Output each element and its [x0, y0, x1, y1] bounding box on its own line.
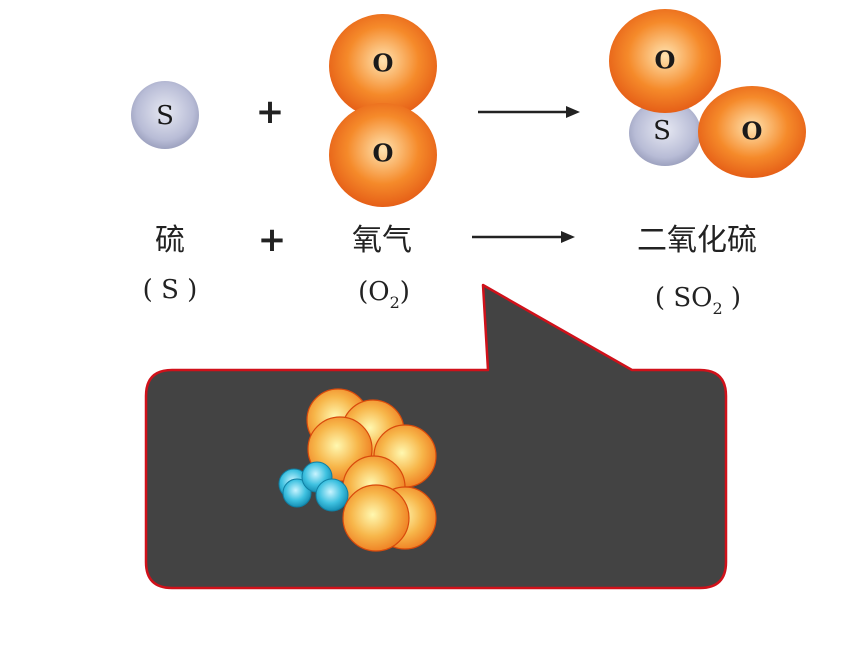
product-oxygen-label-right: O	[742, 117, 763, 146]
sulfur-atom-icon: S	[131, 81, 199, 149]
plus-sign-1: +	[256, 92, 285, 132]
oxygen-atom-icon	[609, 9, 721, 113]
sulfur-dioxide-molecule-icon: O S O	[609, 9, 806, 178]
oxygen-atom-label-bottom: O	[373, 139, 394, 168]
reactant1-name: 硫	[155, 223, 185, 258]
reactant2-formula: (O2)	[358, 277, 410, 312]
oxygen-molecule-icon: O O	[329, 14, 437, 207]
reaction-arrow-icon	[472, 231, 575, 243]
product-oxygen-label-top: O	[655, 46, 676, 75]
reactant2-name: 氧气	[352, 223, 412, 258]
blue-atom-icon	[282, 478, 312, 508]
product-sulfur-label: S	[653, 116, 671, 146]
blue-atom-icon	[315, 478, 349, 512]
molecule-cluster-icon	[278, 388, 437, 552]
callout-bubble	[144, 283, 728, 590]
oxygen-atom-label-top: O	[373, 49, 394, 78]
oxygen-atom-icon	[329, 103, 437, 207]
oxygen-atom-icon	[329, 14, 437, 118]
product-name: 二氧化硫	[637, 223, 757, 258]
oxygen-atom-icon	[698, 86, 806, 178]
reactant1-formula: ( S )	[143, 275, 198, 305]
plus-sign-2: +	[258, 220, 287, 260]
sulfur-atom-label: S	[156, 101, 174, 131]
sulfur-atom-icon	[629, 100, 701, 166]
reaction-arrow-icon	[478, 106, 580, 118]
product-formula: ( SO2 )	[655, 283, 741, 318]
